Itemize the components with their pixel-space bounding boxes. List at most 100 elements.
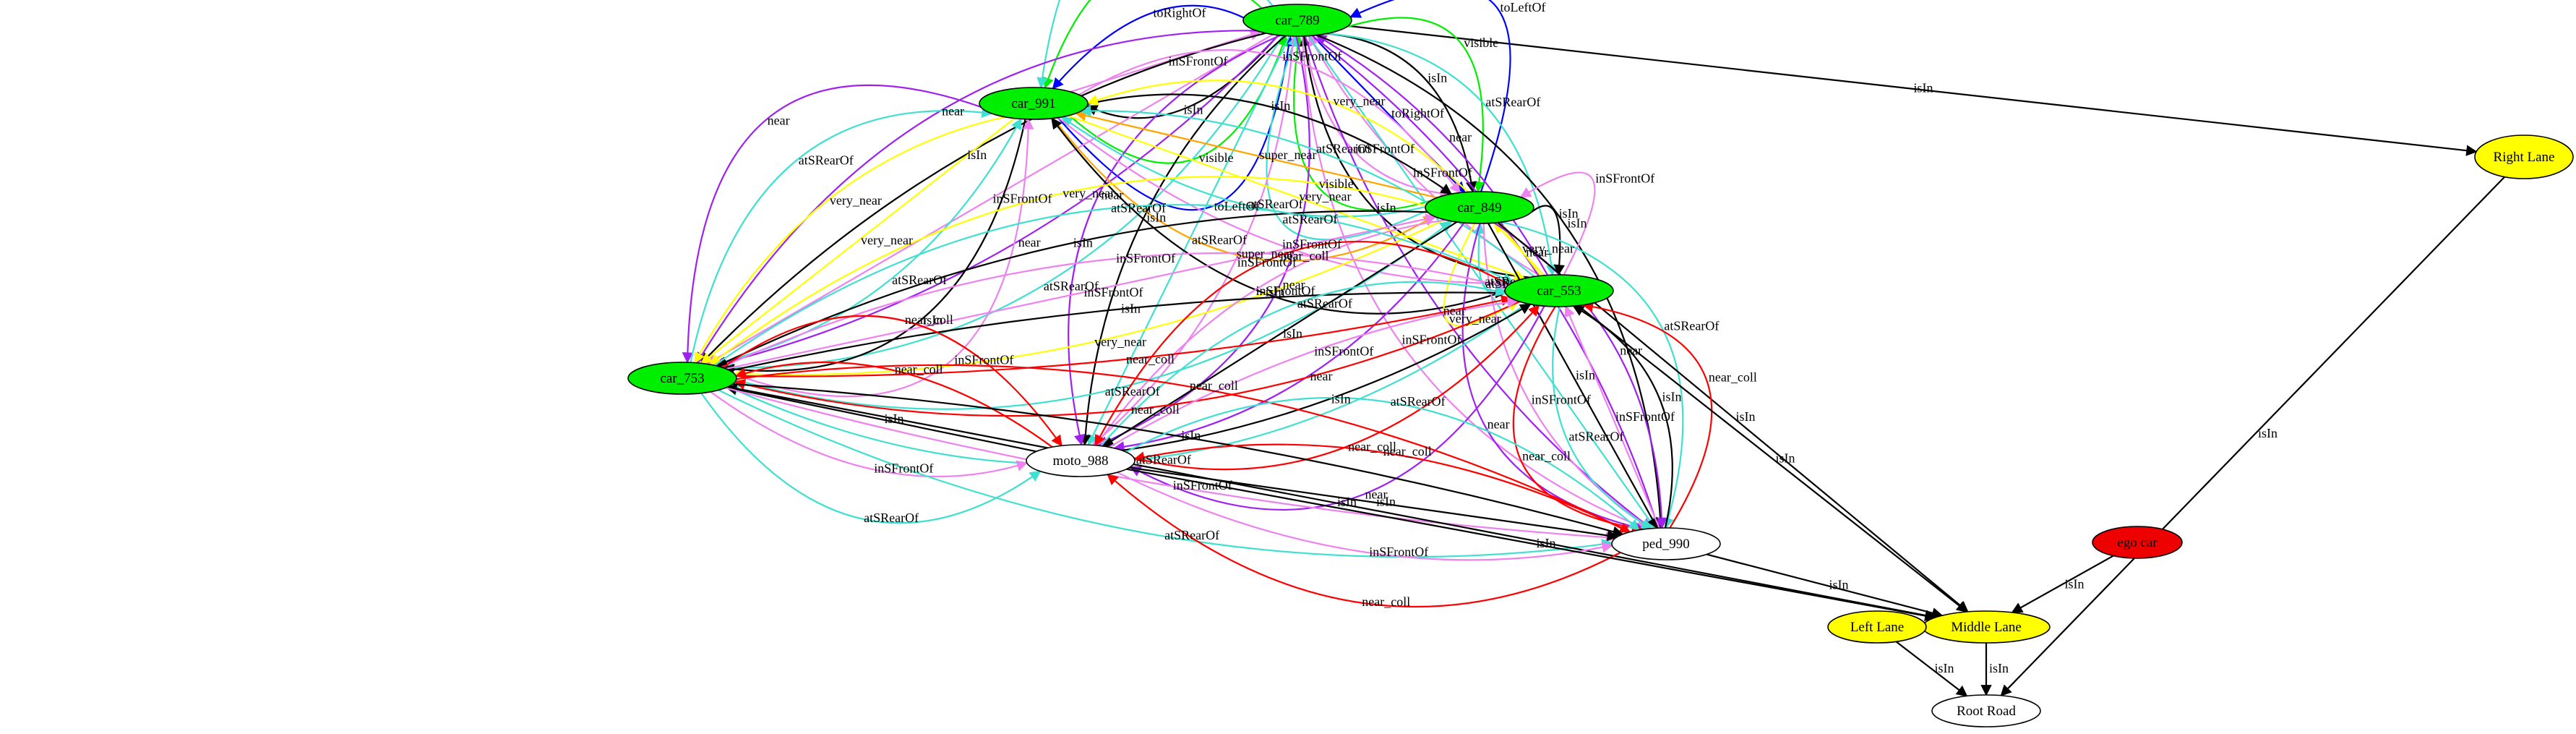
edge-label: isIn bbox=[1935, 661, 1954, 675]
edge-car_991-inSFrontOf-car_789 bbox=[1070, 29, 1262, 93]
edge-car_753-isIn-middle_lane bbox=[727, 385, 1937, 621]
edge-label: near bbox=[1283, 277, 1305, 291]
edge-ped_990-near_coll-car_553 bbox=[1581, 301, 1713, 529]
edge-car_789-isIn-moto_988 bbox=[1079, 35, 1287, 446]
edge-label: inSFrontOf bbox=[1237, 255, 1297, 269]
edge-moto_988-inSFrontOf-car_553 bbox=[1109, 296, 1519, 448]
edge-label: inSFrontOf bbox=[1595, 171, 1654, 186]
edge-moto_988-near_coll-car_753 bbox=[734, 361, 1053, 448]
node-ped-990[interactable]: ped_990 bbox=[1611, 527, 1721, 560]
edge-car_849-isIn-moto_988 bbox=[1102, 221, 1458, 447]
edge-ped_990-near_coll-moto_988 bbox=[1107, 474, 1621, 608]
node-ego-car[interactable]: ego car bbox=[2092, 526, 2183, 559]
edge-ego_car-isIn-middle_lane bbox=[2011, 555, 2114, 613]
edge-car_991-very_near-car_553 bbox=[1068, 114, 1526, 281]
edge-moto_988-isIn-car_553 bbox=[1122, 303, 1532, 451]
edge-label: near bbox=[1310, 369, 1333, 383]
edge-label: near_coll bbox=[1362, 594, 1410, 609]
edge-car_789-inSFrontOf-car_753 bbox=[705, 33, 1274, 365]
node-label: car_753 bbox=[660, 371, 704, 386]
edge-label: very_near bbox=[1449, 311, 1501, 325]
edge-label: inSFrontOf bbox=[1615, 409, 1675, 424]
node-car-991[interactable]: car_991 bbox=[979, 87, 1089, 120]
edge-car_789-isIn-right_lane bbox=[1347, 25, 2478, 156]
edge-car_789-near-ped_990 bbox=[1304, 35, 1652, 529]
edge-car_789-visible-car_849 bbox=[1346, 17, 1485, 193]
node-right-lane[interactable]: Right Lane bbox=[2474, 135, 2574, 179]
node-ellipse bbox=[1242, 4, 1352, 37]
edge-label: isIn bbox=[1662, 390, 1682, 404]
edge-car_753-atSRearOf-moto_988 bbox=[700, 392, 1042, 524]
edge-car_789-atSRearOf-car_553 bbox=[1327, 33, 1558, 276]
node-label: ego car bbox=[2117, 535, 2158, 550]
edge-label: super_near bbox=[1237, 246, 1294, 260]
node-moto-988[interactable]: moto_988 bbox=[1026, 444, 1135, 477]
edge-label: isIn bbox=[1427, 71, 1447, 85]
edge-label: isIn bbox=[1776, 451, 1795, 466]
edge-label: isIn bbox=[1337, 495, 1357, 509]
edge-car_753-atSRearOf-car_991 bbox=[690, 106, 993, 363]
node-ellipse bbox=[2092, 526, 2183, 559]
edge-car_789-inSFrontOf-car_849 bbox=[1303, 35, 1452, 199]
edge-label: inSFrontOf bbox=[1084, 285, 1143, 299]
edge-car_849-atSRearOf-car_789 bbox=[1266, 35, 1427, 241]
node-label: Root Road bbox=[1957, 704, 2016, 719]
node-car-789[interactable]: car_789 bbox=[1242, 4, 1352, 37]
edge-car_753-atSRearOf-car_553 bbox=[713, 204, 1514, 367]
edge-label: atSRearOf bbox=[1105, 384, 1160, 398]
edge-car_849-inSFrontOf-moto_988 bbox=[1095, 219, 1446, 447]
edge-label: near_coll bbox=[1131, 402, 1180, 417]
edge-ped_990-near_coll-moto_988 bbox=[1133, 443, 1630, 533]
edge-car_753-atSRearOf-ped_990 bbox=[718, 389, 1613, 558]
edge-car_553-atSRearOf-ped_990 bbox=[1552, 306, 1653, 529]
node-root-road[interactable]: Root Road bbox=[1931, 694, 2041, 727]
edge-car_753-inSFrontOf-car_553 bbox=[721, 252, 1508, 368]
node-car-849[interactable]: car_849 bbox=[1425, 191, 1534, 224]
edge-moto_988-isIn-car_753 bbox=[725, 383, 1036, 453]
node-left-lane[interactable]: Left Lane bbox=[1827, 610, 1927, 644]
edge-ped_990-inSFrontOf-car_553 bbox=[1564, 305, 1660, 529]
edge-label: atSRearOf bbox=[1391, 394, 1446, 409]
edge-label: inSFrontOf bbox=[1173, 478, 1232, 492]
edge-car_753-inSFrontOf-car_849 bbox=[726, 213, 1437, 370]
node-label: car_553 bbox=[1537, 283, 1581, 299]
node-ellipse bbox=[1611, 527, 1721, 560]
edge-label: visible bbox=[1319, 176, 1354, 191]
edge-label: isIn bbox=[1559, 206, 1579, 221]
edge-label: inSFrontOf bbox=[1413, 165, 1472, 179]
edge-label: inSFrontOf bbox=[1282, 236, 1341, 251]
edge-label: near bbox=[1443, 303, 1466, 317]
edge-car_789-visible-car_991 bbox=[1043, 0, 1263, 89]
edge-car_753-inSFrontOf-ped_990 bbox=[725, 387, 1617, 543]
edge-label: isIn bbox=[1576, 368, 1595, 383]
edge-label: very_near bbox=[1522, 242, 1574, 256]
edge-label: toRightOf bbox=[1391, 106, 1444, 121]
edge-label: atSRearOf bbox=[1569, 429, 1624, 443]
node-car-753[interactable]: car_753 bbox=[627, 362, 737, 395]
edge-label: inSFrontOf bbox=[954, 352, 1013, 367]
edge-label: atSRearOf bbox=[1283, 212, 1338, 226]
edge-car_753-near_coll-car_553 bbox=[736, 294, 1513, 377]
edge-label: atSRearOf bbox=[1485, 95, 1540, 109]
edge-label: near_coll bbox=[1281, 249, 1329, 263]
edge-car_849-super_near-car_991 bbox=[1075, 110, 1438, 199]
edge-car_789-inSFrontOf-ped_990 bbox=[1301, 35, 1648, 531]
node-label: car_849 bbox=[1457, 200, 1501, 215]
edge-label: isIn bbox=[1121, 302, 1141, 316]
node-label: car_789 bbox=[1275, 13, 1319, 28]
edge-car_789-toRightOf-car_991 bbox=[1052, 4, 1245, 90]
edge-label: isIn bbox=[1376, 495, 1396, 509]
edge-label: near bbox=[768, 114, 790, 128]
edge-label: inSFrontOf bbox=[874, 461, 933, 476]
edge-car_553-near_coll-car_753 bbox=[734, 301, 1520, 417]
edge-car_849-isIn-ped_990 bbox=[1487, 223, 1658, 529]
edge-label: near_coll bbox=[895, 362, 943, 377]
edge-label: inSFrontOf bbox=[1532, 393, 1591, 407]
edge-label: inSFrontOf bbox=[1116, 251, 1175, 265]
node-middle-lane[interactable]: Middle Lane bbox=[1922, 610, 2051, 644]
node-car-553[interactable]: car_553 bbox=[1504, 274, 1614, 307]
edge-label: very_near bbox=[1094, 335, 1146, 349]
edge-label: near_coll bbox=[1190, 378, 1238, 393]
edge-car_553-near_coll-moto_988 bbox=[1094, 240, 1510, 447]
edge-label: isIn bbox=[1073, 236, 1093, 250]
